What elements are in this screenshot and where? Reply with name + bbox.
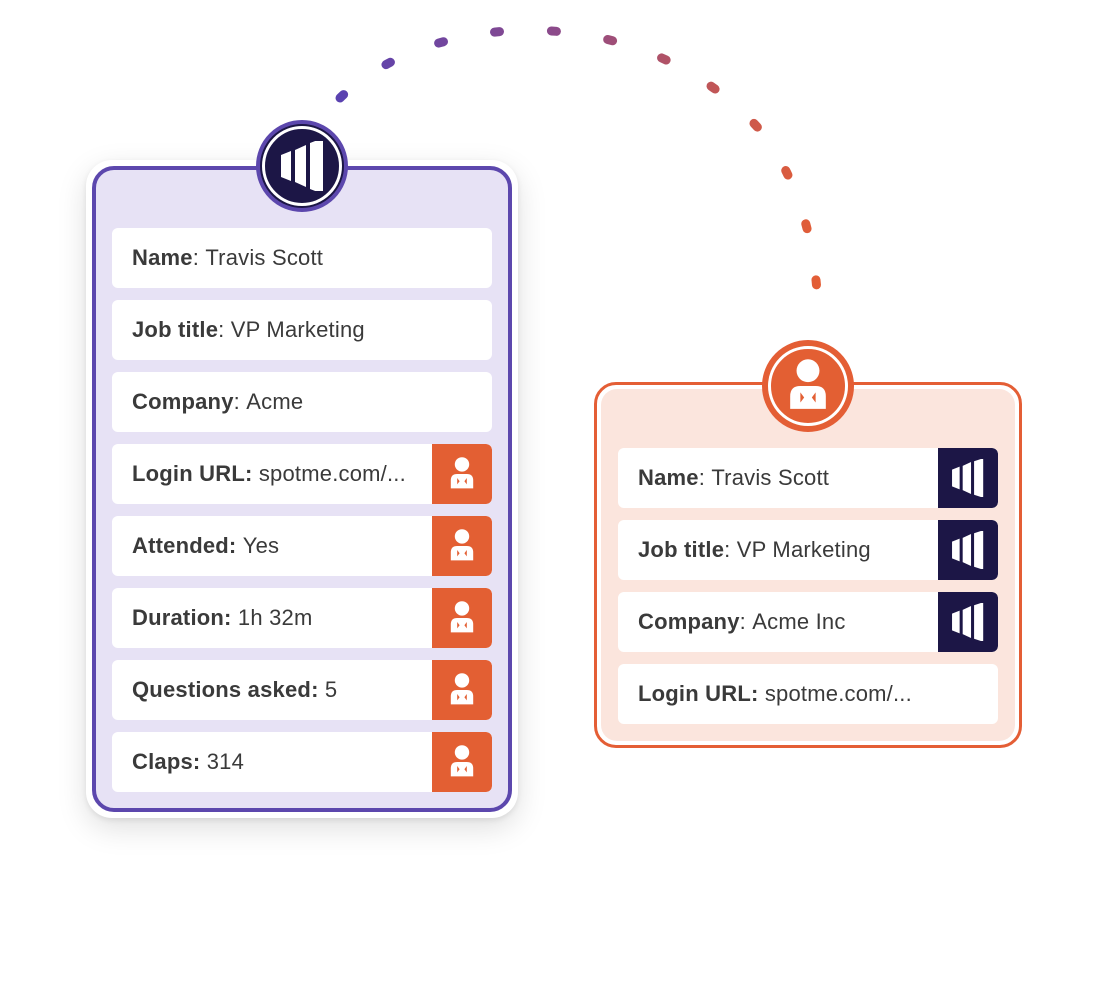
marketo-source-tag — [938, 592, 998, 652]
spotme-attendee-badge — [762, 340, 854, 432]
badge-ring — [768, 346, 848, 426]
marketo-logo-icon — [952, 603, 984, 641]
attendee-icon — [450, 745, 474, 777]
field-key: Attended: — [132, 533, 237, 558]
badge-ring — [262, 126, 342, 206]
lead-field-duration: Duration: 1h 32m — [112, 588, 492, 648]
lead-field-questions-asked: Questions asked: 5 — [112, 660, 492, 720]
field-value: 1h 32m — [237, 605, 313, 630]
field-sep: : — [698, 465, 712, 490]
field-value: spotme.com/... — [764, 681, 912, 706]
spotme-source-tag — [432, 732, 492, 792]
marketo-source-tag — [938, 520, 998, 580]
field-sep: : — [192, 245, 206, 270]
field-key: Job title — [132, 317, 219, 342]
marketo-source-tag — [938, 448, 998, 508]
attendee-field-company: Company: Acme Inc — [618, 592, 998, 652]
lead-field-company: Company: Acme — [112, 372, 492, 432]
spotme-source-tag — [432, 660, 492, 720]
attendee-icon — [450, 673, 474, 705]
field-value: 314 — [206, 749, 245, 774]
field-key: Claps: — [132, 749, 201, 774]
field-sep: : — [218, 317, 231, 342]
field-sep: : — [724, 537, 737, 562]
attendee-icon — [450, 529, 474, 561]
lead-field-job-title: Job title: VP Marketing — [112, 300, 492, 360]
lead-field-name: Name: Travis Scott — [112, 228, 492, 288]
field-key: Job title — [638, 537, 725, 562]
field-value: Yes — [242, 533, 280, 558]
field-key: Company — [638, 609, 740, 634]
lead-field-login-url: Login URL: spotme.com/... — [112, 444, 492, 504]
field-key: Duration: — [132, 605, 232, 630]
marketo-logo-icon — [952, 531, 984, 569]
field-value: Acme — [246, 389, 304, 414]
field-value: spotme.com/... — [258, 461, 406, 486]
attendee-field-name: Name: Travis Scott — [618, 448, 998, 508]
field-value: VP Marketing — [736, 537, 871, 562]
lead-field-attended: Attended: Yes — [112, 516, 492, 576]
spotme-source-tag — [432, 588, 492, 648]
field-sep: : — [739, 609, 753, 634]
field-value: Travis Scott — [205, 245, 324, 270]
field-value: Travis Scott — [711, 465, 830, 490]
field-key: Questions asked: — [132, 677, 319, 702]
spotme-source-tag — [432, 444, 492, 504]
field-value: VP Marketing — [230, 317, 365, 342]
field-key: Company — [132, 389, 234, 414]
spotme-source-tag — [432, 516, 492, 576]
field-sep: : — [233, 389, 247, 414]
lead-field-claps: Claps: 314 — [112, 732, 492, 792]
field-key: Login URL: — [132, 461, 253, 486]
field-key: Name — [638, 465, 699, 490]
marketo-logo-icon — [952, 459, 984, 497]
attendee-field-login-url: Login URL: spotme.com/... — [618, 664, 998, 724]
attendee-field-job-title: Job title: VP Marketing — [618, 520, 998, 580]
attendee-icon — [450, 457, 474, 489]
field-value: 5 — [324, 677, 338, 702]
field-key: Login URL: — [638, 681, 759, 706]
field-key: Name — [132, 245, 193, 270]
marketo-badge — [256, 120, 348, 212]
field-value: Acme Inc — [752, 609, 846, 634]
attendee-icon — [450, 601, 474, 633]
